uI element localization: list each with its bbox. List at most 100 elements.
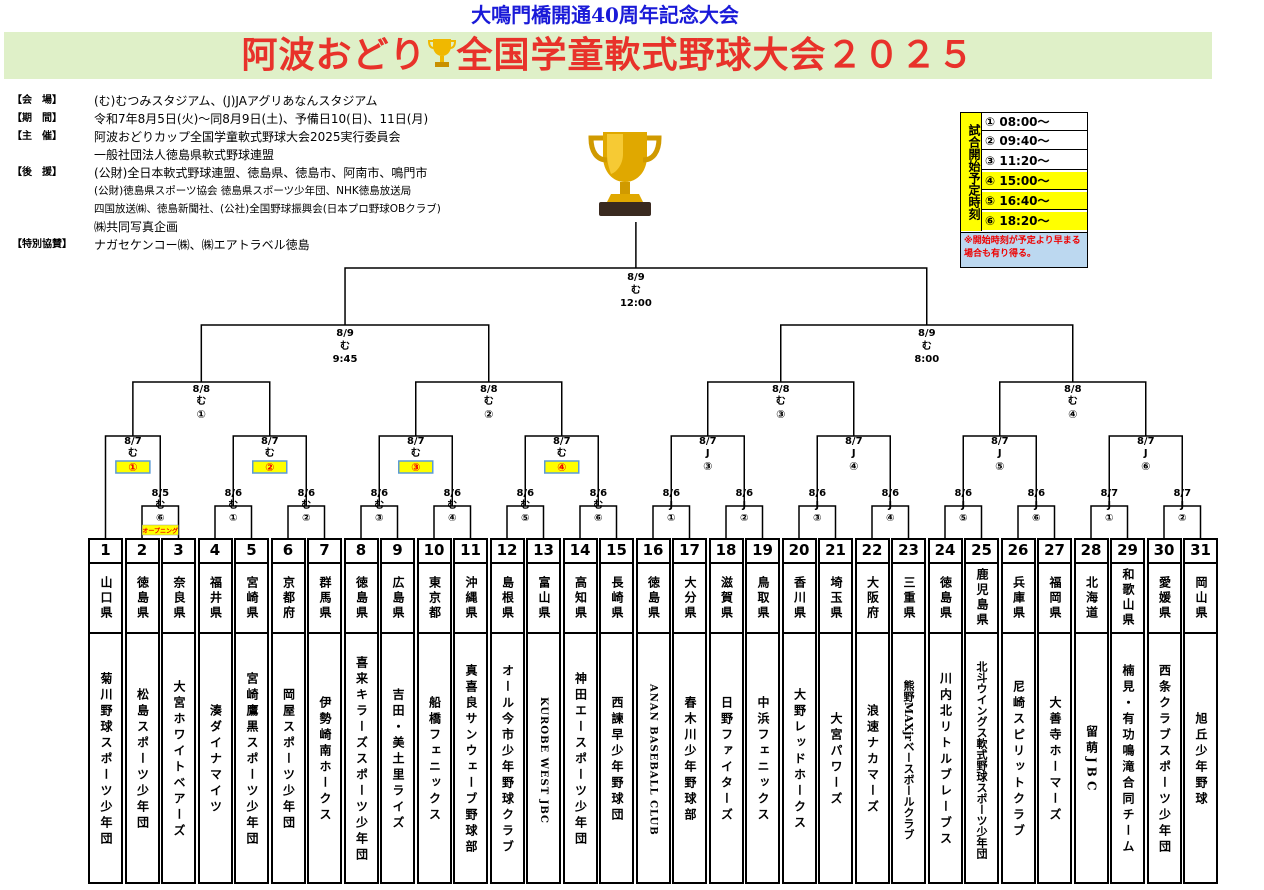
team-number: 20 — [783, 540, 815, 564]
team-prefecture: 兵庫県 — [1002, 564, 1034, 634]
qf-venue: む — [1068, 395, 1078, 407]
team-name: 西諫早少年野球団 — [610, 696, 624, 824]
info-label: 【後 援】 — [12, 167, 62, 178]
team-number: 3 — [163, 540, 194, 564]
team-number: 14 — [564, 540, 596, 564]
info-text: 一般社団法人徳島県軟式野球連盟 — [94, 148, 275, 162]
team-prefecture: 徳島県 — [929, 564, 961, 634]
info-label: 【特別協賛】 — [12, 239, 72, 250]
qf-venue: む — [776, 395, 786, 407]
slot-5: ⑤ 16:40～ — [982, 192, 1087, 210]
r32-slot: ⑤ — [959, 513, 967, 524]
r16-venue: む — [411, 447, 421, 459]
team-number: 29 — [1112, 540, 1143, 564]
team-number: 30 — [1148, 540, 1180, 564]
r32-slot: ② — [302, 513, 310, 524]
r16-slot: ① — [128, 461, 137, 474]
final-time: 12:00 — [620, 298, 652, 309]
sf-venue: む — [922, 340, 932, 352]
qf-slot: ④ — [1068, 408, 1077, 421]
team-name: 浪速ナカマーズ — [865, 704, 880, 816]
info-row: 【主 催】阿波おどりカップ全国学童軟式野球大会2025実行委員会 — [12, 128, 441, 146]
sf-venue: む — [340, 340, 350, 352]
team-number: 31 — [1185, 540, 1216, 564]
info-label: 【会 場】 — [12, 95, 62, 106]
team-name: 宮崎鷹黒スポーツ少年団 — [245, 672, 259, 848]
team-name: 伊勢崎南ホークス — [318, 696, 332, 824]
info-text: ナガセケンコー㈱、㈱エアトラベル徳島 — [94, 238, 310, 252]
team-name: 湊ダイナマイツ — [208, 704, 223, 816]
final-date: 8/9 — [627, 272, 645, 283]
r16-venue: む — [128, 447, 138, 459]
r16-date: 8/7 — [699, 436, 717, 447]
info-text: (公財)徳島県スポーツ協会 徳島県スポーツ少年団、NHK徳島放送局 — [94, 185, 412, 197]
r16-date: 8/7 — [553, 436, 571, 447]
r16-date: 8/7 — [845, 436, 863, 447]
r16-slot: ⑥ — [1141, 460, 1150, 473]
team-name: 旭丘少年野球 — [1194, 712, 1208, 808]
team-name: 日野ファイターズ — [719, 696, 734, 824]
team-name: 岡屋スポーツ少年団 — [281, 688, 296, 832]
sf-time: 8:00 — [914, 354, 939, 365]
team-prefecture: 大分県 — [674, 564, 705, 634]
info-label: 【主 催】 — [12, 131, 62, 142]
team-prefecture: 群馬県 — [309, 564, 340, 634]
r16-date: 8/7 — [124, 436, 142, 447]
team-number: 21 — [820, 540, 851, 564]
schedule-label: 試合開始予定時刻 — [961, 113, 982, 231]
team-number: 28 — [1075, 540, 1107, 564]
info-row: 四国放送㈱、徳島新聞社、(公社)全国野球振興会(日本プロ野球OBクラブ) — [12, 200, 441, 218]
team-name: 松島スポーツ少年団 — [135, 688, 150, 832]
team-name: 北斗ウイングス軟式野球スポーツ少年団 — [975, 661, 988, 859]
team-name: 大野レッドホークス — [792, 688, 807, 832]
team-number: 26 — [1002, 540, 1034, 564]
r32-slot: ⑥ — [594, 513, 602, 524]
info-row: 【特別協賛】 ナガセケンコー㈱、㈱エアトラベル徳島 — [12, 236, 441, 254]
r16-slot: ③ — [703, 460, 712, 473]
qf-venue: む — [196, 395, 206, 407]
team-name: 船橋フェニックス — [427, 696, 442, 824]
team-prefecture: 山口県 — [90, 564, 121, 634]
team-prefecture: 高知県 — [564, 564, 596, 634]
team-prefecture: 島根県 — [491, 564, 523, 634]
r32-slot: ② — [740, 513, 748, 524]
team-number: 12 — [491, 540, 523, 564]
team-number: 10 — [418, 540, 450, 564]
qf-date: 8/8 — [193, 384, 211, 395]
r32-slot: ③ — [375, 513, 383, 524]
team-number: 11 — [455, 540, 486, 564]
team-prefecture: 福岡県 — [1039, 564, 1070, 634]
r16-slot: ② — [265, 461, 274, 474]
team-number: 17 — [674, 540, 705, 564]
team-prefecture: 岡山県 — [1185, 564, 1216, 634]
team-name: 吉田・美土里ライズ — [391, 688, 405, 832]
team-number: 7 — [309, 540, 340, 564]
info-text: (む)むつみスタジアム、(J)JAアグリあなんスタジアム — [94, 94, 378, 108]
team-number: 4 — [199, 540, 231, 564]
info-row: (公財)徳島県スポーツ協会 徳島県スポーツ少年団、NHK徳島放送局 — [12, 182, 441, 200]
team-prefecture: 香川県 — [783, 564, 815, 634]
r32-slot: ⑥ — [1032, 513, 1040, 524]
team-name: 菊川野球スポーツ少年団 — [99, 672, 113, 848]
team-name: 大善寺ホーマーズ — [1048, 696, 1062, 824]
team-number: 27 — [1039, 540, 1070, 564]
team-number: 5 — [236, 540, 267, 564]
team-prefecture: 和歌山県 — [1112, 564, 1143, 634]
r16-venue: J — [705, 448, 710, 459]
r32-slot: ① — [1105, 513, 1113, 524]
